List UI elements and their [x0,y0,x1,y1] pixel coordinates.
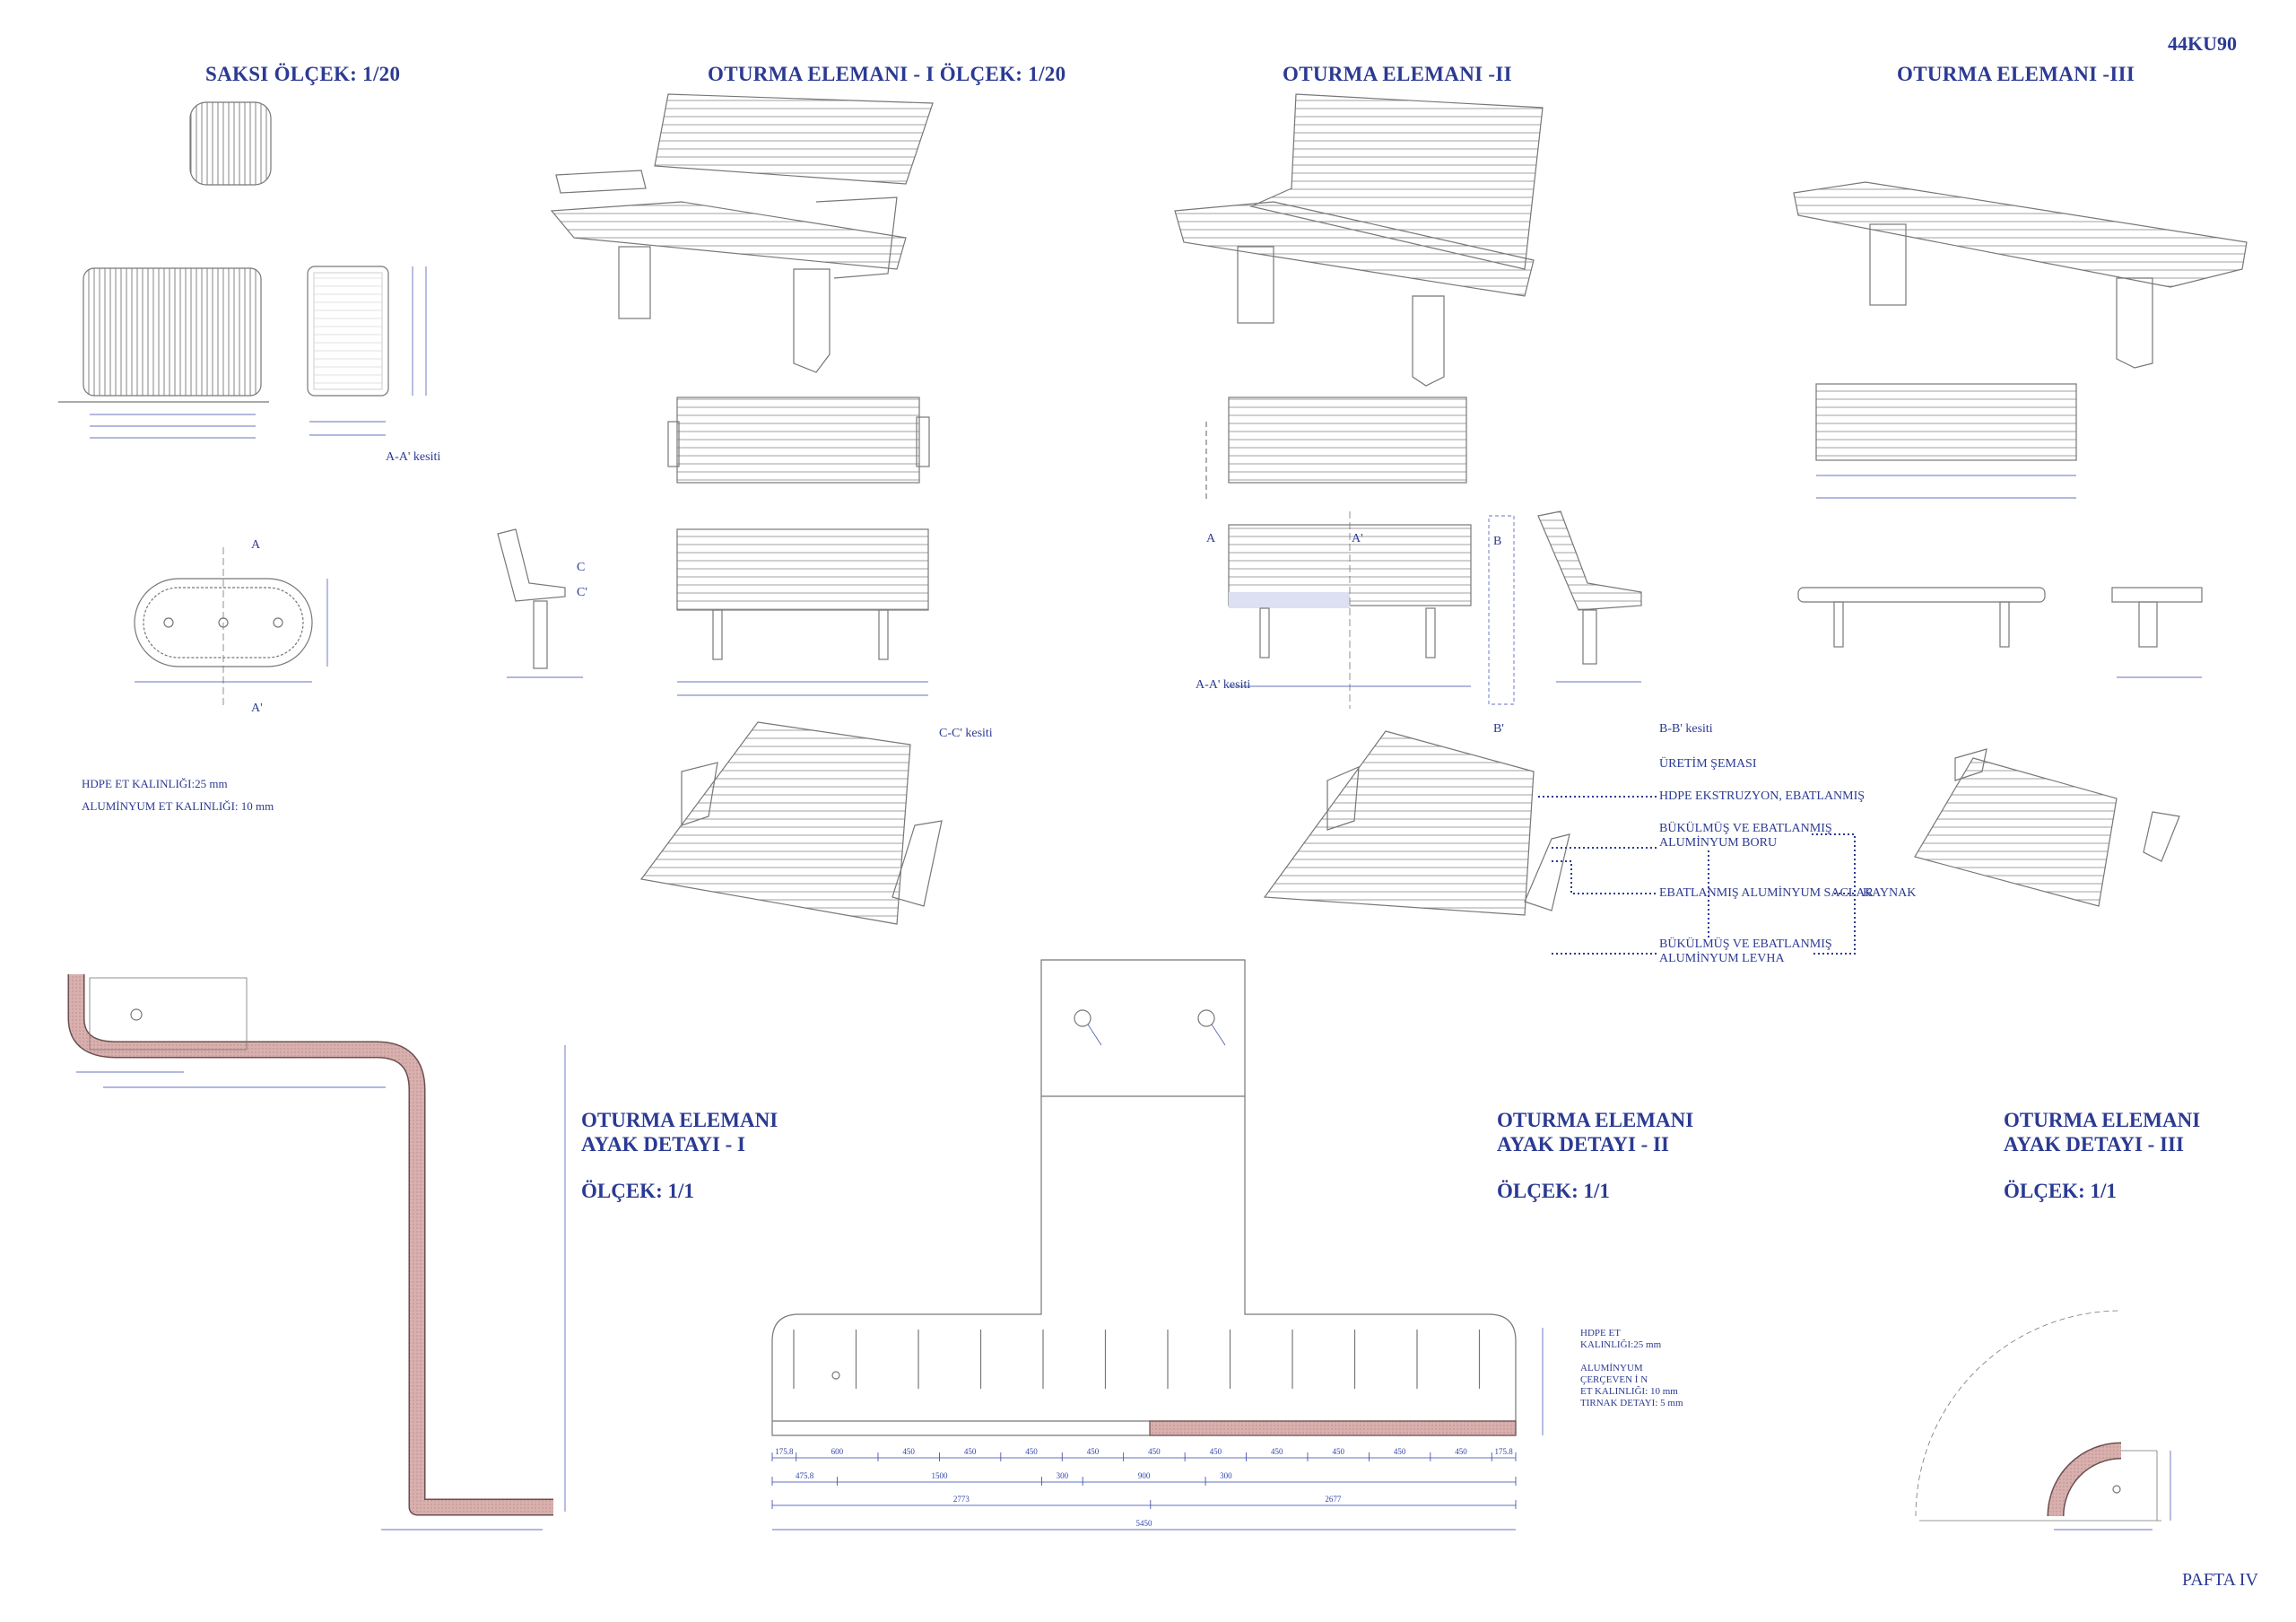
bench3-elevation [1797,587,2203,678]
production-hdpe: HDPE EKSTRUZYON, EBATLANMIŞ [1659,789,1866,803]
label-a: A [251,538,261,552]
label-c-prime: C' [577,586,587,599]
dimension-label: 900 [1137,1471,1151,1480]
label-a2-prime: A' [1352,532,1363,545]
detail2-title: OTURMA ELEMANI AYAK DETAYI - II ÖLÇEK: 1… [1497,1108,1693,1203]
label-a-prime: A' [251,702,263,715]
dimension-total-label: 5450 [1135,1519,1152,1528]
bench1-exploded [639,721,943,925]
bench3-title: OTURMA ELEMANI -III [1897,63,2135,85]
production-saclar: EBATLANMIŞ ALUMİNYUM SACLAR [1659,886,1874,900]
dimension-label: 450 [1086,1447,1100,1456]
sheet-code: 44KU90 [2168,32,2237,55]
aa-section2-label: A-A' kesiti [1196,678,1251,692]
bench1-plan [667,397,930,484]
production-boru-1: BÜKÜLMÜŞ VE EBATLANMIŞ [1659,822,1832,835]
bench2-plan [1205,397,1467,502]
bench2-perspective [1174,93,1544,387]
bench1-elevation [676,528,929,696]
detail1-title-line2: AYAK DETAYI - I [581,1133,746,1155]
dimension-label: 2773 [952,1495,970,1504]
dimension-label: 300 [1220,1471,1232,1480]
detail1-title-line1: OTURMA ELEMANI [581,1109,778,1131]
detail2-title-line1: OTURMA ELEMANI [1497,1109,1694,1131]
saksi-section [307,266,427,436]
dimension-label: 450 [1148,1447,1161,1456]
dimension-label: 450 [1209,1447,1222,1456]
detail2-note-line: TIRNAK DETAYI: 5 mm [1580,1398,1683,1408]
bench1-section [497,528,583,678]
dimension-label: 1500 [931,1471,948,1480]
detail3-title-line1: OTURMA ELEMANI [2004,1109,2201,1131]
production-title: ÜRETİM ŞEMASI [1659,757,1757,771]
bench2-section [1537,510,1642,683]
label-b: B [1493,535,1502,548]
detail2-notes: HDPE ET KALINLIĞI:25 mm ALUMİNYUM ÇERÇEV… [1580,1328,1683,1409]
detail2-note-line: ÇERÇEVEN İ N [1580,1374,1648,1385]
bench3-exploded [1914,748,2180,907]
dimension-label: 475.8 [796,1471,814,1480]
dimension-label: 450 [902,1447,915,1456]
bench1-perspective [550,93,934,373]
detail3-scale: ÖLÇEK: 1/1 [2004,1180,2117,1202]
label-c: C [577,561,586,574]
saksi-note-hdpe: HDPE ET KALINLIĞI:25 mm [82,777,228,790]
detail3-title-line2: AYAK DETAYI - III [2004,1133,2184,1155]
dimension-label: 175.8 [1494,1447,1513,1456]
detail2-note-line: HDPE ET [1580,1328,1621,1339]
detail3-corner [1915,1310,2171,1530]
detail2-plate [771,959,1544,1436]
sheet-number: PAFTA IV [2182,1570,2258,1590]
dimension-label: 450 [1393,1447,1406,1456]
production-levha-1: BÜKÜLMÜŞ VE EBATLANMIŞ [1659,937,1832,951]
bench2-elevation [1228,511,1515,709]
dimension-label: 2677 [1325,1495,1342,1504]
saksi-note-aluminyum: ALUMİNYUM ET KALINLIĞI: 10 mm [82,799,274,813]
saksi-plan [134,547,328,709]
dimension-label: 450 [1025,1447,1038,1456]
detail1-title: OTURMA ELEMANI AYAK DETAYI - I ÖLÇEK: 1/… [581,1108,778,1203]
label-a2: A [1206,532,1216,545]
saksi-perspective [189,101,272,186]
detail2-note-line: ALUMİNYUM [1580,1363,1643,1373]
saksi-title: SAKSI ÖLÇEK: 1/20 [205,63,401,85]
bench2-title: OTURMA ELEMANI -II [1283,63,1512,85]
saksi-elevation [58,267,269,439]
bench3-perspective [1793,181,2248,369]
dimension-label: 450 [1455,1447,1467,1456]
bench2-exploded [1263,730,1570,916]
production-levha-2: ALUMİNYUM LEVHA [1659,952,1785,965]
bench1-title: OTURMA ELEMANI - I ÖLÇEK: 1/20 [708,63,1066,85]
production-boru-2: ALUMİNYUM BORU [1659,836,1778,850]
dimension-label: 450 [963,1447,977,1456]
detail2-note-line: KALINLIĞI:25 mm [1580,1339,1662,1350]
detail3-title: OTURMA ELEMANI AYAK DETAYI - III ÖLÇEK: … [2004,1108,2200,1203]
bb-section-label: B-B' kesiti [1659,722,1713,736]
detail2-note-line: ET KALINLIĞI: 10 mm [1580,1386,1678,1397]
production-scheme-connectors [1538,796,1856,955]
dimension-label: 450 [1271,1447,1283,1456]
cc-section-label: C-C' kesiti [939,727,993,740]
saksi-section-label: A-A' kesiti [386,450,441,464]
detail1-scale: ÖLÇEK: 1/1 [581,1180,694,1202]
dimension-label: 300 [1056,1471,1069,1480]
bench3-plan [1815,383,2077,499]
dimension-label: 450 [1332,1447,1344,1456]
detail2-title-line2: AYAK DETAYI - II [1497,1133,1669,1155]
detail1-profile [67,974,566,1530]
production-kaynak: KAYNAK [1863,886,1917,900]
dimension-label: 175.8 [775,1447,794,1456]
detail2-scale: ÖLÇEK: 1/1 [1497,1180,1610,1202]
dimension-label: 600 [831,1447,844,1456]
label-b-prime: B' [1493,722,1504,736]
